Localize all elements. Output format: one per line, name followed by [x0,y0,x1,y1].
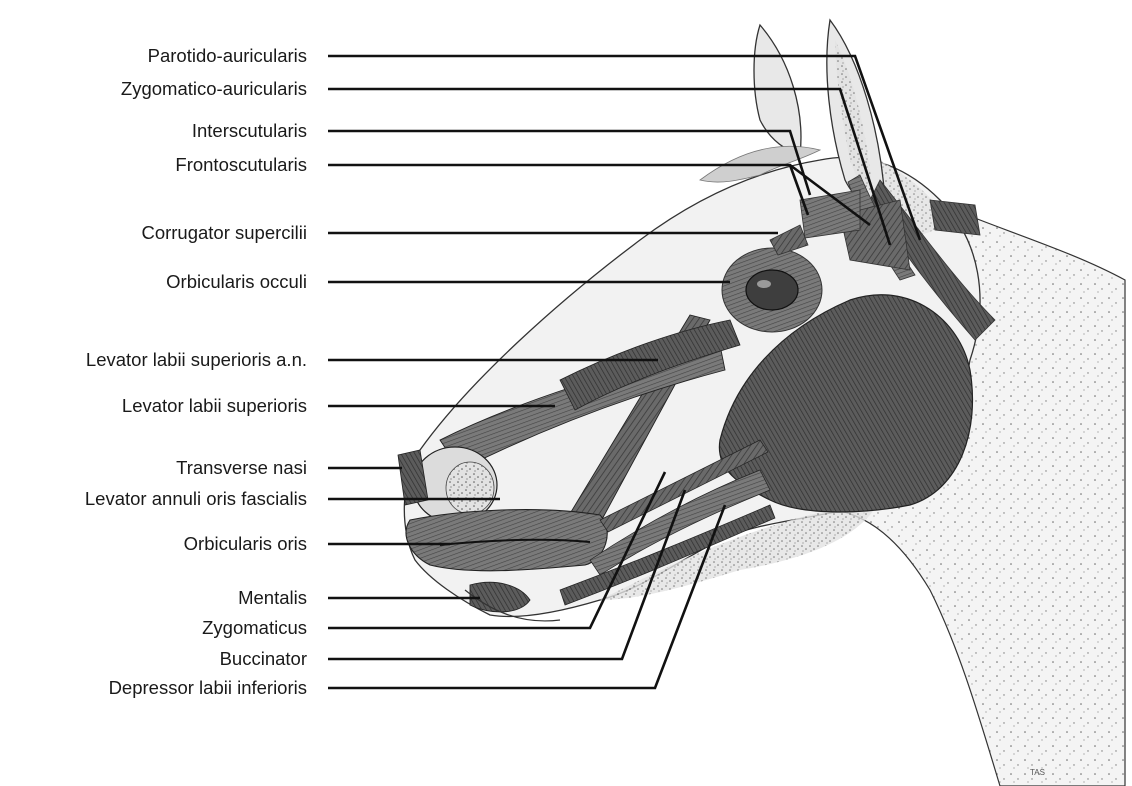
label-corrugator-supercilii: Corrugator supercilii [141,223,307,243]
label-interscutularis: Interscutularis [192,121,307,141]
label-orbicularis-occuli: Orbicularis occuli [166,272,307,292]
scutular-muscle [930,200,980,235]
label-levator-labii-superioris-an: Levator labii superioris a.n. [86,350,307,370]
eye-highlight [757,280,771,288]
label-depressor-labii-inferioris: Depressor labii inferioris [109,678,307,698]
label-frontoscutularis: Frontoscutularis [175,155,307,175]
label-zygomatico-auricularis: Zygomatico-auricularis [121,79,307,99]
eye [746,270,798,310]
label-parotido-auricularis: Parotido-auricularis [148,46,307,66]
artist-signature: TAS [1030,768,1045,777]
label-levator-annuli-oris-fascialis: Levator annuli oris fascialis [85,489,307,509]
label-buccinator: Buccinator [220,649,307,669]
nostril-inner [446,462,494,514]
label-zygomaticus: Zygomaticus [202,618,307,638]
label-mentalis: Mentalis [238,588,307,608]
label-transverse-nasi: Transverse nasi [176,458,307,478]
label-orbicularis-oris: Orbicularis oris [184,534,307,554]
label-levator-labii-superioris: Levator labii superioris [122,396,307,416]
